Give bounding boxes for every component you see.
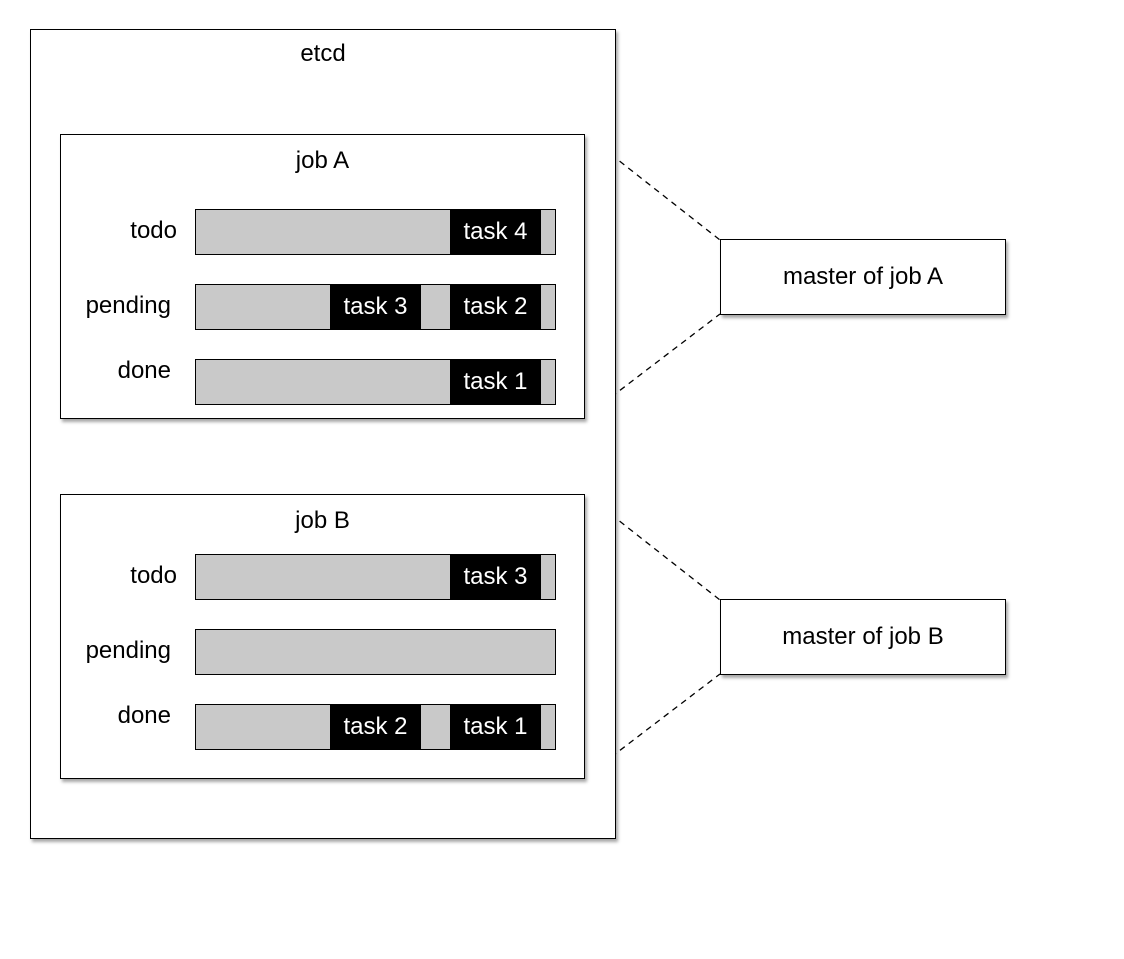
connector-job-a-top <box>584 133 721 241</box>
master-job-a-label: master of job A <box>782 263 944 290</box>
job-b-done-label: done <box>117 702 171 729</box>
job-a-todo-queue: task 4 <box>195 209 556 255</box>
job-a-todo-task: task 4 <box>450 210 541 254</box>
job-a-done-label: done <box>117 357 171 384</box>
job-b-done-queue: task 2 task 1 <box>195 704 556 750</box>
job-a-pending-label: pending <box>85 292 171 319</box>
job-b-todo-task: task 3 <box>450 555 541 599</box>
job-b-todo-queue: task 3 <box>195 554 556 600</box>
job-b-pending-label: pending <box>85 637 171 664</box>
job-b-pending-queue <box>195 629 556 675</box>
job-a-box: job A todo task 4 pending task 3 task 2 … <box>60 134 585 419</box>
job-a-done-queue: task 1 <box>195 359 556 405</box>
job-a-title: job A <box>295 147 350 174</box>
job-a-pending-queue: task 3 task 2 <box>195 284 556 330</box>
master-job-b-box: master of job B <box>720 599 1006 675</box>
job-a-todo-label: todo <box>130 217 177 244</box>
master-job-a-box: master of job A <box>720 239 1006 315</box>
job-b-title: job B <box>295 507 350 534</box>
job-a-done-task: task 1 <box>450 360 541 404</box>
connector-job-b-top <box>584 493 721 601</box>
job-b-done-task: task 1 <box>450 705 541 749</box>
job-b-done-task: task 2 <box>330 705 421 749</box>
etcd-title: etcd <box>300 40 346 67</box>
job-b-box: job B todo task 3 pending done task 2 ta… <box>60 494 585 779</box>
master-job-b-label: master of job B <box>782 623 944 650</box>
job-b-todo-label: todo <box>130 562 177 589</box>
job-a-pending-task: task 2 <box>450 285 541 329</box>
job-a-pending-task: task 3 <box>330 285 421 329</box>
